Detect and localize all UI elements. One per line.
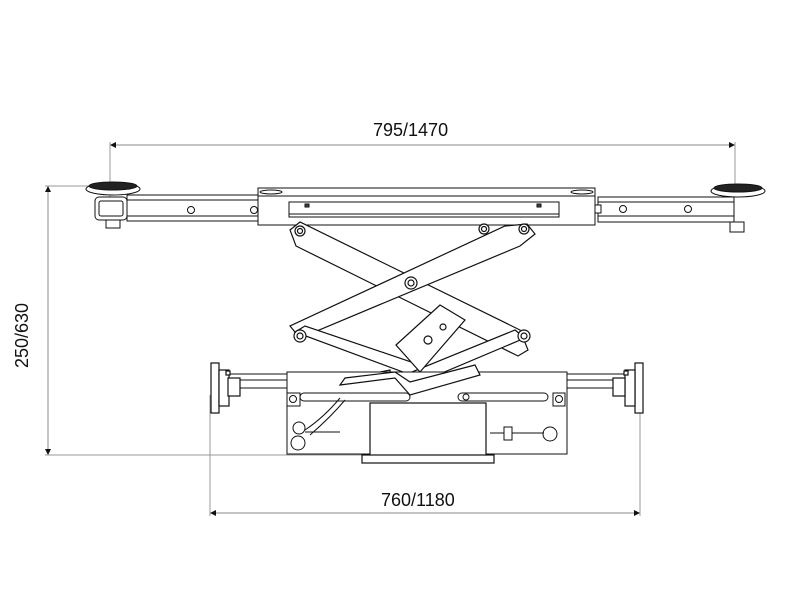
- roller-left: [210, 362, 241, 414]
- saddle-pad-left: [85, 181, 141, 229]
- top-arm-right: [592, 196, 735, 223]
- hydraulic-hose: [292, 397, 346, 436]
- pivot-pins: [293, 223, 531, 345]
- dimension-bottom: [209, 395, 641, 516]
- saddle-pad-right: [710, 183, 766, 233]
- scissor-arms: [289, 221, 536, 396]
- dimension-label-height: 250/630: [12, 302, 32, 368]
- roller-right: [612, 362, 644, 414]
- dimension-label-bottom-width: 760/1180: [381, 490, 455, 510]
- pump-housing: [338, 364, 495, 464]
- top-platform: [257, 187, 596, 226]
- dimension-label-top-width: 795/1470: [373, 120, 449, 140]
- top-arm-left: [126, 194, 263, 222]
